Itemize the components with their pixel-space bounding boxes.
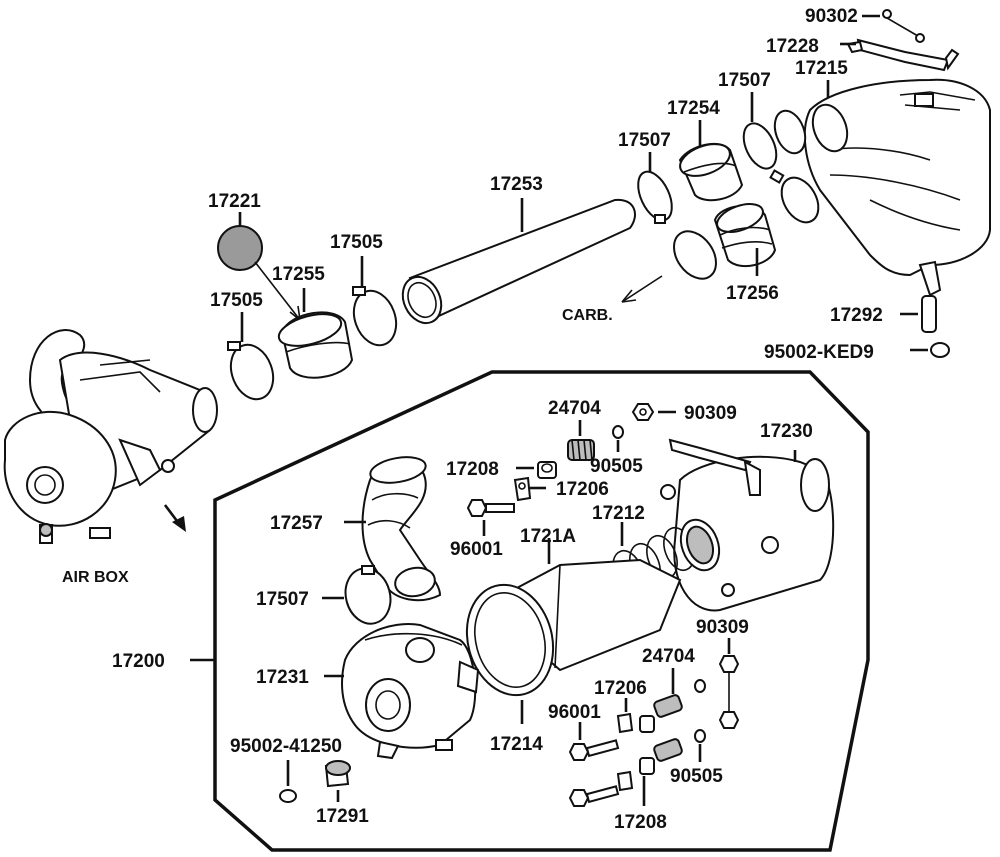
gasket-17214 xyxy=(465,583,555,697)
washer-90505-lower xyxy=(694,679,706,743)
airbox-assembly xyxy=(3,329,218,544)
clamp-17505-right xyxy=(352,286,398,347)
airbox-arrow xyxy=(163,504,186,532)
label-17507-a: 17507 xyxy=(718,70,771,91)
bracket-17228 xyxy=(846,9,960,72)
bolt-96001-upper xyxy=(466,499,515,517)
elbow-duct-17257 xyxy=(361,456,442,602)
clamp-17507-middle xyxy=(637,170,717,280)
clip-17206-upper xyxy=(513,476,532,502)
label-95002-41250: 95002-41250 xyxy=(230,736,342,757)
label-17230: 17230 xyxy=(760,421,813,442)
label-96001-b: 96001 xyxy=(548,702,601,723)
clamp-17507-upper xyxy=(742,122,820,224)
label-17256: 17256 xyxy=(726,283,779,304)
label-17200: 17200 xyxy=(112,651,165,672)
label-17228: 17228 xyxy=(766,36,819,57)
label-17507-c: 17507 xyxy=(256,589,309,610)
label-17208-a: 17208 xyxy=(446,459,499,480)
label-24704-a: 24704 xyxy=(548,398,601,419)
label-17292: 17292 xyxy=(830,305,883,326)
label-air-box: AIR BOX xyxy=(62,569,129,586)
label-17206-a: 17206 xyxy=(556,479,609,500)
label-17255: 17255 xyxy=(272,264,325,285)
label-90309-a: 90309 xyxy=(684,403,737,424)
label-17254: 17254 xyxy=(667,98,720,119)
coupler-17255 xyxy=(277,311,354,379)
label-17257: 17257 xyxy=(270,513,323,534)
intake-tube-17253 xyxy=(401,198,636,325)
label-17206-b: 17206 xyxy=(594,678,647,699)
drain-tube-17292 xyxy=(921,295,950,358)
front-housing-17231 xyxy=(341,623,480,760)
label-24704-b: 24704 xyxy=(642,646,695,667)
label-96001-a: 96001 xyxy=(450,539,503,560)
label-90505-b: 90505 xyxy=(670,766,723,787)
label-17214: 17214 xyxy=(490,734,543,755)
label-17505-a: 17505 xyxy=(210,290,263,311)
spacer-17208-lower xyxy=(639,715,655,775)
spring-24704-lower xyxy=(653,694,683,762)
drain-17291 xyxy=(279,760,351,803)
nut-90309-upper xyxy=(631,403,655,421)
label-17231: 17231 xyxy=(256,667,309,688)
label-90302: 90302 xyxy=(805,6,858,27)
bolt-96001-lower xyxy=(568,739,620,807)
label-17215: 17215 xyxy=(795,58,848,79)
spacer-17208-upper xyxy=(537,461,557,479)
boot-17256 xyxy=(713,203,777,268)
intake-housing-17215 xyxy=(773,78,991,297)
clamp-17505-left xyxy=(227,341,275,401)
label-17212: 17212 xyxy=(592,503,645,524)
label-90309-b: 90309 xyxy=(696,617,749,638)
clamp-17507-lower xyxy=(344,565,436,625)
clip-17206-lower xyxy=(616,712,634,792)
spring-24704-upper xyxy=(567,439,595,461)
label-95002-ked9: 95002-KED9 xyxy=(764,342,874,363)
assembly-box-17200 xyxy=(213,370,870,852)
filter-housing-17230 xyxy=(660,438,835,612)
label-17505-b: 17505 xyxy=(330,232,383,253)
spring-17212 xyxy=(612,518,721,595)
label-17291: 17291 xyxy=(316,806,369,827)
sleeve-17254 xyxy=(678,142,744,202)
label-17253: 17253 xyxy=(490,174,543,195)
label-17208-b: 17208 xyxy=(614,812,667,833)
washer-90505-upper xyxy=(612,425,624,439)
carb-arrow xyxy=(621,275,663,303)
nut-90309-lower xyxy=(718,655,740,729)
label-17507-b: 17507 xyxy=(618,130,671,151)
label-17221: 17221 xyxy=(208,191,261,212)
label-carb: CARB. xyxy=(562,307,613,324)
label-90505-a: 90505 xyxy=(590,456,643,477)
label-1721A: 1721A xyxy=(520,526,576,547)
